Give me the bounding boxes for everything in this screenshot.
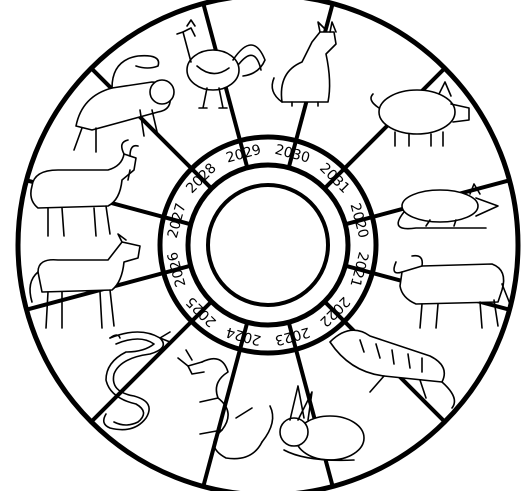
center-circle (208, 185, 328, 305)
